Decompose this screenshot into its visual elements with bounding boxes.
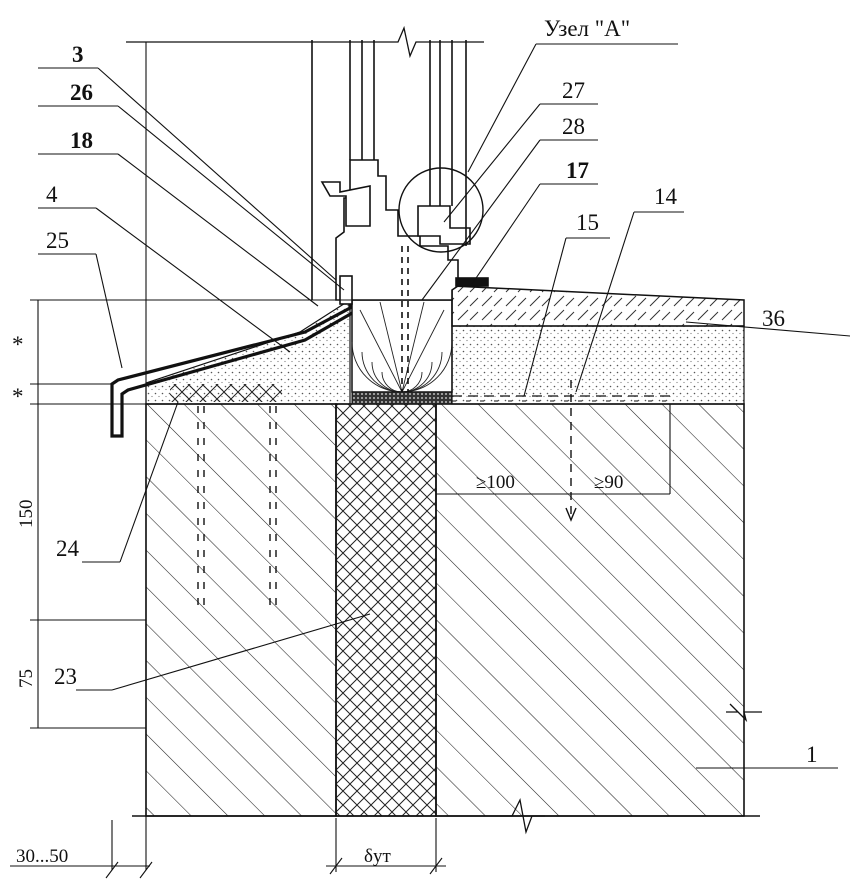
dim-delta: δут [364,846,391,867]
glazing-bead [417,205,471,245]
dim-150: 150 [16,500,37,529]
label-25: 25 [46,228,69,253]
inner-wall-layer [435,403,745,817]
reinforcement-strip [170,384,282,402]
dim-ge90: ≥90 [594,472,623,493]
label-36: 36 [762,306,785,331]
window-frame [311,40,489,392]
label-27: 27 [562,78,585,103]
dim-star-bottom: * [12,384,24,409]
label-node-a: Узел "А" [544,16,630,41]
sash-profile [320,181,371,227]
label-18: 18 [70,128,93,153]
outer-wall-layer [145,403,337,817]
dim-ge100: ≥100 [476,472,515,493]
label-4: 4 [46,182,58,207]
label-28: 28 [562,114,585,139]
leader-lines [38,43,850,769]
insulation-layer [335,403,437,817]
label-14: 14 [654,184,678,209]
dim-30-50: 30...50 [16,846,68,867]
dimension-labels: * * 150 75 30...50 δут ≥100 ≥90 [12,332,623,867]
label-17: 17 [566,158,589,183]
label-15: 15 [576,210,599,235]
dim-75: 75 [16,669,37,688]
label-23: 23 [54,664,77,689]
sealing-strip [351,391,453,405]
sill-board [451,285,745,327]
wall-section [132,403,762,835]
callout-labels: Узел "А" 3 26 18 4 25 27 28 17 15 14 36 … [46,16,818,767]
break-mark-top [390,25,484,59]
label-3: 3 [72,42,84,67]
label-26: 26 [70,80,93,105]
wall-anchors [197,406,277,612]
label-1: 1 [806,742,818,767]
break-mark-right [726,703,762,723]
dim-star-top: * [12,332,24,357]
node-a-circle [398,167,484,253]
label-24: 24 [56,536,80,561]
interior-mortar [451,325,745,405]
break-mark-bottom [500,797,545,835]
dimension-lines [10,42,671,879]
